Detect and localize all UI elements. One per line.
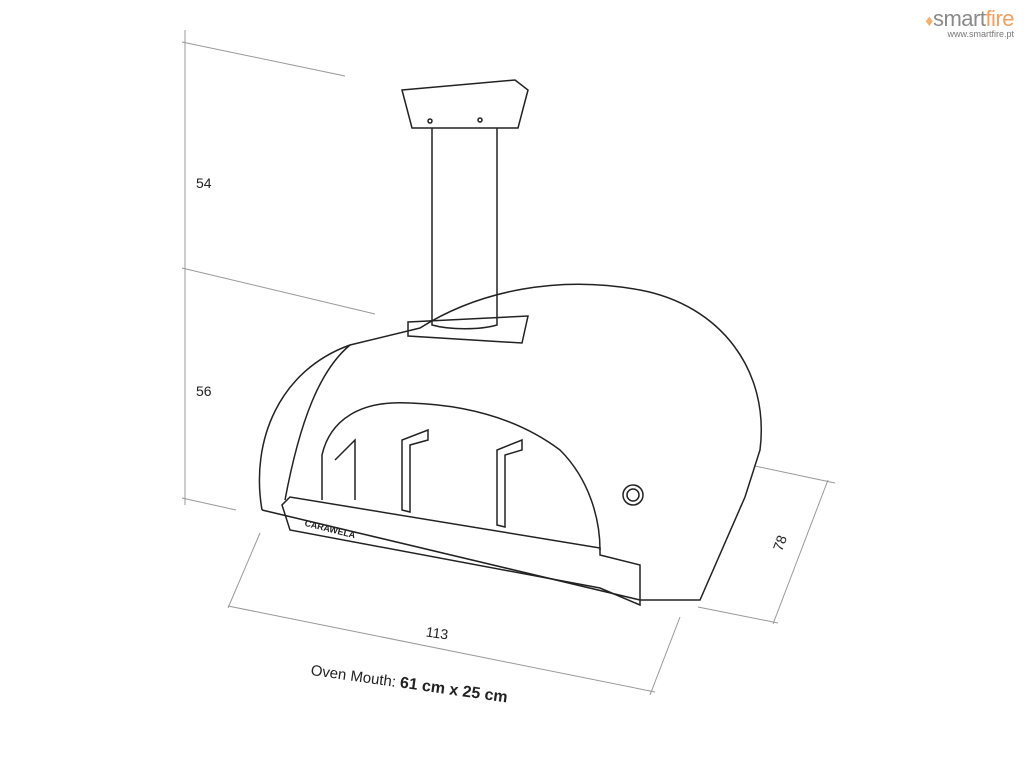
- oven-dome: [258, 283, 762, 601]
- smartfire-logo: ♦smartfire www.smartfire.pt: [925, 6, 1014, 39]
- cap-screw: [427, 118, 433, 124]
- dimension-chimney-height: 54: [196, 175, 212, 191]
- chimney-pipe: [431, 128, 498, 330]
- chimney-base: [407, 315, 529, 344]
- logo-url: www.smartfire.pt: [947, 29, 1014, 39]
- flame-icon: ♦: [925, 13, 933, 30]
- front-plate: [281, 496, 641, 607]
- cap-screw: [477, 117, 483, 123]
- oven-front-rim: [284, 344, 351, 501]
- chimney-cap: [401, 79, 529, 129]
- dimension-body-height: 56: [196, 383, 212, 399]
- support-right: [496, 438, 523, 528]
- logo-text: smart: [932, 6, 986, 31]
- thermometer-icon: [622, 484, 644, 506]
- dimension-lines: [181, 30, 836, 696]
- dimension-width: 113: [424, 623, 450, 643]
- logo-text-accent: fire: [985, 6, 1014, 31]
- oven-mouth: [321, 401, 601, 551]
- oven-base-line: [261, 509, 641, 601]
- support-left: [401, 428, 429, 513]
